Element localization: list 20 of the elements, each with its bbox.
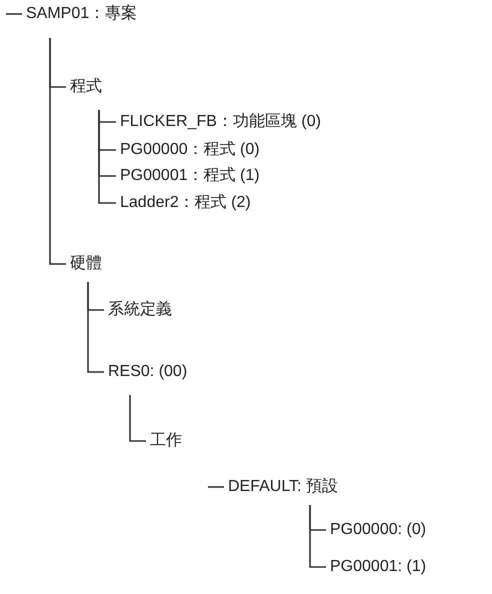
tree-item: RES0: (00) — [104, 361, 188, 383]
tree-line — [309, 505, 326, 568]
tree-item: 工作 — [146, 430, 182, 452]
tree-line — [6, 13, 22, 15]
tree-line — [208, 486, 224, 488]
tree-item: PG00000: (0) — [326, 519, 426, 541]
tree-item: PG00000：程式 (0) — [116, 139, 260, 161]
tree-item: Ladder2：程式 (2) — [116, 192, 251, 214]
tree-item: PG00001: (1) — [326, 556, 426, 578]
tree-item: 程式 — [66, 76, 102, 98]
tree-line — [129, 395, 146, 442]
tree-item: SAMP01：專案 — [22, 3, 138, 25]
tree-item: DEFAULT: 預設 — [224, 476, 338, 498]
tree-item: 系統定義 — [104, 299, 172, 321]
tree-item: 硬體 — [66, 253, 102, 275]
tree-line — [87, 282, 104, 373]
tree-item: PG00001：程式 (1) — [116, 165, 260, 187]
tree-line — [98, 110, 116, 204]
tree-item: FLICKER_FB：功能區塊 (0) — [116, 111, 321, 133]
tree-line — [49, 38, 66, 265]
